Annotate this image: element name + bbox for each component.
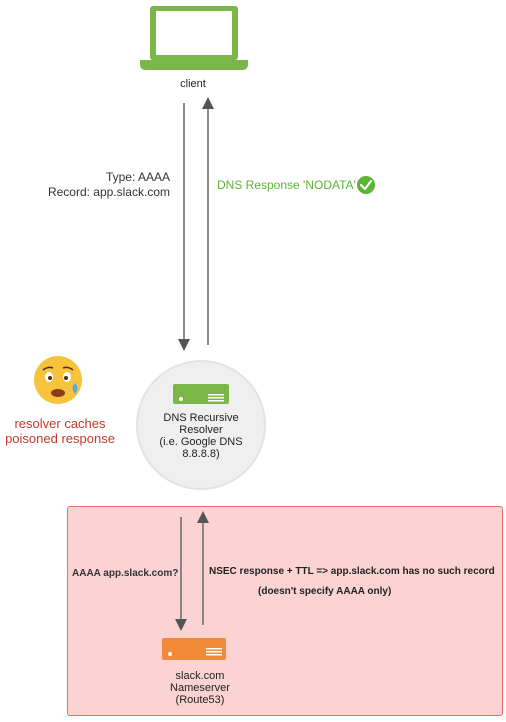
check-icon	[357, 176, 375, 194]
query-record: Record: app.slack.com	[47, 185, 170, 199]
nameserver-label: slack.com Nameserver (Route53)	[160, 670, 240, 706]
query-label: Type: AAAA Record: app.slack.com	[40, 170, 170, 200]
ns-line: slack.com	[175, 670, 225, 682]
dns-response-label: DNS Response 'NODATA'	[217, 178, 356, 192]
resolver-line: (i.e. Google DNS	[159, 436, 243, 448]
resolver-line: DNS Recursive	[163, 412, 239, 424]
query-type: Type: AAAA	[105, 170, 170, 184]
laptop-icon	[140, 6, 248, 70]
resolver-circle	[136, 360, 266, 490]
resolver-line: Resolver	[179, 424, 223, 436]
ns-line: Nameserver	[170, 682, 230, 694]
ns-query-label: AAAA app.slack.com?	[72, 568, 179, 579]
cache-note: resolver caches poisoned response	[0, 416, 120, 446]
ns-line: (Route53)	[175, 694, 225, 706]
nsec-response-sub: (doesn't specify AAAA only)	[258, 586, 392, 597]
resolver-line: 8.8.8.8)	[182, 448, 220, 460]
nameserver-zone	[67, 506, 503, 716]
sad-face-icon	[34, 356, 82, 404]
client-label: client	[180, 78, 206, 90]
cache-note-line: poisoned response	[5, 431, 115, 446]
cache-note-line: resolver caches	[14, 416, 106, 431]
server-icon-nameserver	[162, 638, 226, 660]
resolver-label: DNS Recursive Resolver (i.e. Google DNS …	[146, 412, 256, 460]
server-icon-resolver	[173, 384, 229, 404]
nsec-response-label: NSEC response + TTL => app.slack.com has…	[209, 566, 495, 577]
